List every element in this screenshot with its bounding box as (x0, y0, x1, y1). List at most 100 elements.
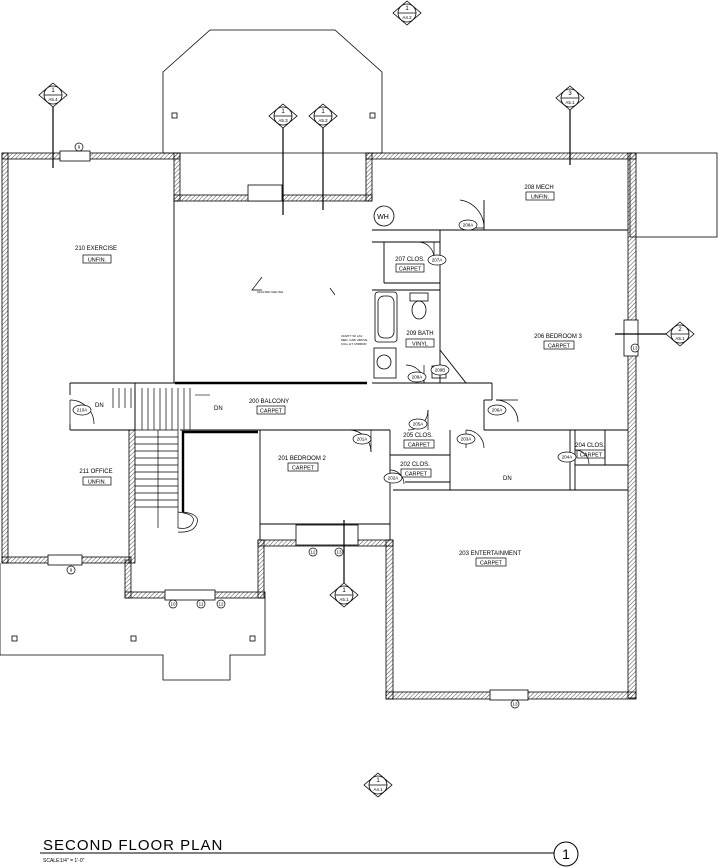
bath-note-1: VANITY W/ LAV. (341, 334, 363, 338)
room-finish-exercise: UNFIN. (88, 258, 107, 264)
svg-text:13: 13 (632, 346, 638, 351)
svg-text:206A: 206A (492, 408, 503, 413)
bath-note-3: FULL HT. MIRROR (341, 342, 367, 346)
door-tags: 210A 201A 205A 203A 206A 202A 204A 207A … (72, 219, 577, 484)
section-marker-a5-1-top: 3 A5.1 (555, 85, 585, 111)
room-bath-209: 209 BATH VINYL (405, 331, 435, 348)
svg-text:A4.1: A4.1 (373, 787, 383, 792)
bath-note-2: MED. CAB. ABOVE (341, 338, 367, 342)
room-name-closet-202: 202 CLOS. (400, 462, 430, 468)
room-finish-entertainment: CARPET (480, 561, 503, 567)
room-name-bath-209: 209 BATH (406, 331, 433, 337)
svg-text:203A: 203A (461, 437, 472, 442)
door-tag-210a: 210A (72, 404, 92, 416)
office-dn-label: DN (95, 403, 104, 409)
room-name-closet-204: 204 CLOS. (575, 443, 605, 449)
room-name-closet-207: 207 CLOS. (395, 257, 425, 263)
room-office: 211 OFFICE UNFIN. (79, 469, 112, 486)
door-tag-204a: 204A (557, 451, 577, 463)
room-name-entertainment: 203 ENTERTAINMENT (459, 551, 521, 557)
roof-outlines (0, 29, 718, 681)
svg-text:A5.2: A5.2 (318, 118, 328, 123)
exterior-walls (1, 152, 637, 700)
section-marker-a5-4: 1 A5.4 (38, 82, 68, 108)
section-marker-a5-3: 1 A5.3 (268, 103, 298, 129)
door-tag-209b: 209B (430, 364, 450, 376)
window-tags: 9 9 10 11 12 12 13 13 13 (66, 142, 640, 709)
svg-text:208A: 208A (463, 223, 474, 228)
doors (69, 199, 590, 485)
stair-dn-label: DN (214, 406, 223, 412)
room-closet-207: 207 CLOS. CARPET (395, 257, 425, 273)
door-tag-207a: 207A (427, 254, 447, 266)
svg-text:10: 10 (170, 602, 176, 607)
door-tag-205a: 205A (408, 418, 428, 430)
room-finish-closet-202: CARPET (405, 472, 428, 478)
svg-text:A5.4: A5.4 (48, 97, 58, 102)
svg-text:2: 2 (678, 327, 682, 333)
svg-text:205A: 205A (413, 422, 424, 427)
window-tag-12-b: 12 (308, 547, 318, 557)
door-tag-201a: 201A (352, 433, 372, 445)
room-name-balcony: 200 BALCONY (249, 399, 289, 405)
room-finish-bedroom-2: CARPET (292, 466, 315, 472)
roof-markers (11, 112, 376, 642)
balcony-railing (175, 381, 367, 512)
room-finish-bath-209: VINYL (412, 342, 428, 348)
room-closet-202: 202 CLOS. CARPET (400, 462, 432, 478)
svg-text:1: 1 (321, 109, 325, 115)
room-closet-204: 204 CLOS. CARPET (575, 443, 606, 459)
svg-text:201A: 201A (357, 437, 368, 442)
section-marker-a4-2: 1 A4.2 (392, 0, 422, 26)
svg-text:210A: 210A (77, 408, 88, 413)
svg-text:13: 13 (336, 550, 342, 555)
room-name-exercise: 210 EXERCISE (75, 246, 117, 252)
svg-text:207A: 207A (432, 258, 443, 263)
section-marker-a5-2: 1 A5.2 (308, 103, 338, 129)
svg-text:12: 12 (310, 550, 316, 555)
svg-text:204A: 204A (562, 455, 573, 460)
room-exercise: 210 EXERCISE UNFIN. (75, 246, 117, 264)
fixtures (373, 205, 447, 379)
door-tag-208a: 208A (458, 219, 478, 231)
room-balcony: 200 BALCONY CARPET (249, 399, 289, 415)
room-finish-closet-207: CARPET (399, 267, 422, 273)
svg-text:1: 1 (51, 88, 55, 94)
svg-text:A5.3: A5.3 (278, 118, 288, 123)
door-tag-202a: 202A (383, 472, 403, 484)
svg-text:11: 11 (199, 602, 204, 607)
window-tag-11: 11 (196, 599, 206, 609)
room-name-bedroom-3: 206 BEDROOM 3 (534, 334, 582, 340)
section-lines (52, 107, 669, 583)
stair (112, 388, 210, 533)
svg-text:9: 9 (70, 568, 73, 573)
window-tag-9-bottom: 9 (66, 565, 76, 575)
window-tag-10: 10 (168, 599, 178, 609)
svg-text:202A: 202A (388, 476, 399, 481)
room-name-mech-208: 208 MECH (524, 185, 553, 191)
hall-dn-label: DN (503, 476, 512, 482)
window-tag-13-a: 13 (334, 547, 344, 557)
svg-text:A4.2: A4.2 (402, 15, 412, 20)
drawing-title: SECOND FLOOR PLAN (43, 837, 223, 854)
svg-text:3: 3 (568, 91, 572, 97)
svg-text:A5.1: A5.1 (339, 597, 349, 602)
vaulted-ceiling-label: VAULTED CEILING (257, 290, 284, 294)
room-name-closet-205: 205 CLOS. (403, 433, 433, 439)
room-finish-balcony: CARPET (260, 409, 283, 415)
svg-text:A5.1: A5.1 (565, 100, 575, 105)
scale-value: 1/4" = 1'-0" (60, 858, 85, 864)
room-entertainment: 203 ENTERTAINMENT CARPET (459, 551, 521, 567)
window-tag-13-b: 13 (630, 343, 640, 353)
room-finish-office: UNFIN. (88, 480, 107, 486)
svg-text:209A: 209A (412, 375, 423, 380)
svg-text:1: 1 (376, 778, 380, 784)
room-bedroom-3: 206 BEDROOM 3 CARPET (534, 334, 582, 350)
room-finish-mech-208: UNFIN. (531, 195, 550, 201)
plan-number: 1 (562, 846, 570, 862)
svg-text:1: 1 (281, 109, 285, 115)
room-bedroom-2: 201 BEDROOM 2 CARPET (278, 456, 326, 472)
door-tag-209a: 209A (407, 371, 427, 383)
door-tag-206a: 206A (487, 404, 507, 416)
